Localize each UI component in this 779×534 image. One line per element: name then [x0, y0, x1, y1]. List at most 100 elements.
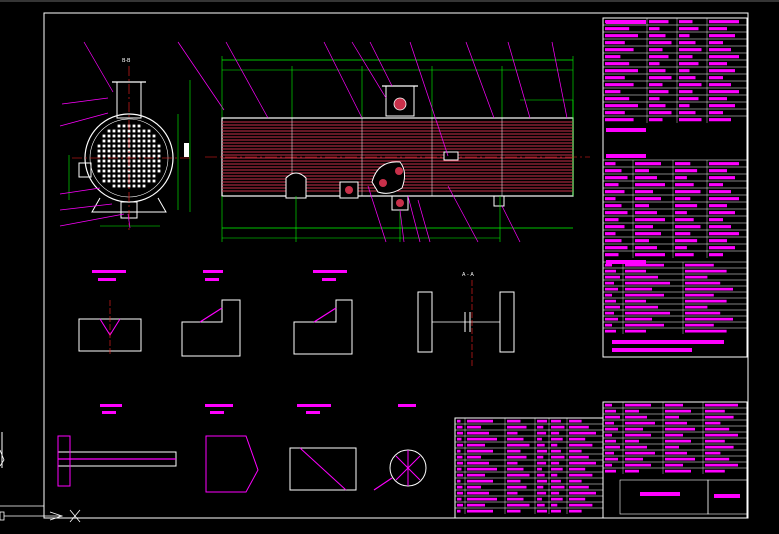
- title-table-cell-text: [705, 457, 730, 461]
- tube-dot: [142, 169, 146, 173]
- tech-table-cell-text: [605, 90, 621, 94]
- tube-dot: [102, 159, 106, 163]
- detail-6-section: [289, 447, 357, 491]
- tech-table-cell-text: [679, 118, 702, 122]
- design-table-cell-text: [709, 169, 727, 173]
- tube-dot: [107, 134, 111, 138]
- section-view-label: B-B: [122, 58, 131, 64]
- ucs-icon: [0, 432, 5, 468]
- bom-table-cell-text: [467, 491, 489, 495]
- tube-dot: [112, 134, 116, 138]
- tube-bundle-pattern: [97, 124, 161, 188]
- tube-dot: [152, 134, 156, 138]
- tech-table-cell-text: [679, 76, 696, 80]
- tech-table-cell-text: [605, 97, 630, 101]
- tube-dot: [122, 174, 126, 178]
- nozzle-table-cell-text: [605, 317, 618, 321]
- tube-dot: [137, 184, 141, 188]
- design-table-cell-text: [709, 225, 731, 229]
- tube-dot: [137, 179, 141, 183]
- crosshair-icon[interactable]: [0, 509, 81, 523]
- tech-table-cell-text: [605, 48, 634, 52]
- design-table-cell-text: [675, 204, 698, 208]
- bom-table-cell-text: [507, 473, 530, 477]
- nozzle-header: [606, 260, 646, 264]
- detail-4-title: [100, 404, 122, 407]
- bom-table-cell-text: [551, 425, 565, 429]
- tube-dot: [147, 134, 151, 138]
- design-table-cell-text: [709, 197, 739, 201]
- elevation-inlet-opening-b: [395, 167, 403, 175]
- bom-table-cell-text: [457, 485, 463, 489]
- bom-table-cell-text: [537, 455, 544, 459]
- tech-table-cell-text: [679, 90, 693, 94]
- tube-dot: [152, 149, 156, 153]
- bom-table-cell-text: [569, 437, 586, 441]
- design-table-cell-text: [709, 211, 735, 215]
- design-table-cell-text: [709, 218, 723, 222]
- tube-dot: [112, 179, 116, 183]
- design-table-cell-text: [635, 183, 665, 187]
- bom-table-cell-text: [467, 455, 481, 459]
- tube-dot: [157, 144, 161, 148]
- tube-dot: [122, 144, 126, 148]
- title-table-cell-text: [665, 427, 695, 431]
- bom-table-cell-text: [537, 497, 542, 501]
- bom-table-cell-text: [551, 431, 560, 435]
- title-table-cell-text: [605, 463, 612, 467]
- design-table-cell-text: [635, 253, 665, 257]
- bom-table-cell-text: [537, 479, 547, 483]
- bom-table-cell-text: [551, 485, 565, 489]
- tech-table-cell-text: [605, 62, 630, 66]
- tube-dot: [122, 139, 126, 143]
- nozzle-table-cell-text: [625, 281, 670, 285]
- design-table-cell-text: [605, 246, 628, 250]
- title-table-cell-text: [625, 415, 647, 419]
- bom-table-cell-text: [537, 473, 545, 477]
- tube-dot: [97, 169, 101, 173]
- tube-dot: [157, 159, 161, 163]
- design-table-cell-text: [605, 169, 622, 173]
- nozzle-table-cell-text: [605, 311, 614, 315]
- tech-table-cell-text: [709, 69, 735, 73]
- nozzle-table-cell-text: [605, 293, 612, 297]
- tube-dot: [157, 149, 161, 153]
- detail-6-scale: [306, 411, 320, 414]
- tube-dot: [142, 129, 146, 133]
- detail-5-title: [205, 404, 233, 407]
- tube-dot: [152, 144, 156, 148]
- detail-5-scale: [210, 411, 224, 414]
- bom-table-cell-text: [537, 485, 544, 489]
- nozzle-table-cell-text: [625, 263, 664, 267]
- design-table-cell-text: [605, 183, 619, 187]
- tube-dot: [97, 154, 101, 158]
- tech-table-cell-text: [649, 20, 669, 24]
- tube-dot: [152, 154, 156, 158]
- title-table-cell-text: [705, 439, 725, 443]
- tube-dot: [132, 179, 136, 183]
- design-table-cell-text: [605, 225, 625, 229]
- tech-table-cell-text: [649, 34, 666, 38]
- bom-table-cell-text: [467, 467, 497, 471]
- nozzle-table-cell-text: [625, 317, 652, 321]
- bom-table-cell-text: [569, 449, 582, 453]
- detail-a-a-right-flange: [499, 291, 515, 353]
- nozzle-table-cell-text: [605, 263, 612, 267]
- bom-table-cell-text: [467, 419, 493, 423]
- tube-dot: [122, 179, 126, 183]
- detail-2-weld: [199, 307, 223, 323]
- bom-table-cell-text: [457, 437, 462, 441]
- tube-dot: [102, 134, 106, 138]
- tube-dot: [117, 169, 121, 173]
- tube-dot: [122, 149, 126, 153]
- tech-table-cell-text: [709, 97, 727, 101]
- bom-table-cell-text: [507, 497, 524, 501]
- tube-dot: [157, 164, 161, 168]
- title-block-number-text: [714, 494, 740, 498]
- bom-table-cell-text: [507, 443, 530, 447]
- tube-dot: [142, 144, 146, 148]
- design-table-cell-text: [605, 204, 622, 208]
- bom-table-cell-text: [457, 497, 462, 501]
